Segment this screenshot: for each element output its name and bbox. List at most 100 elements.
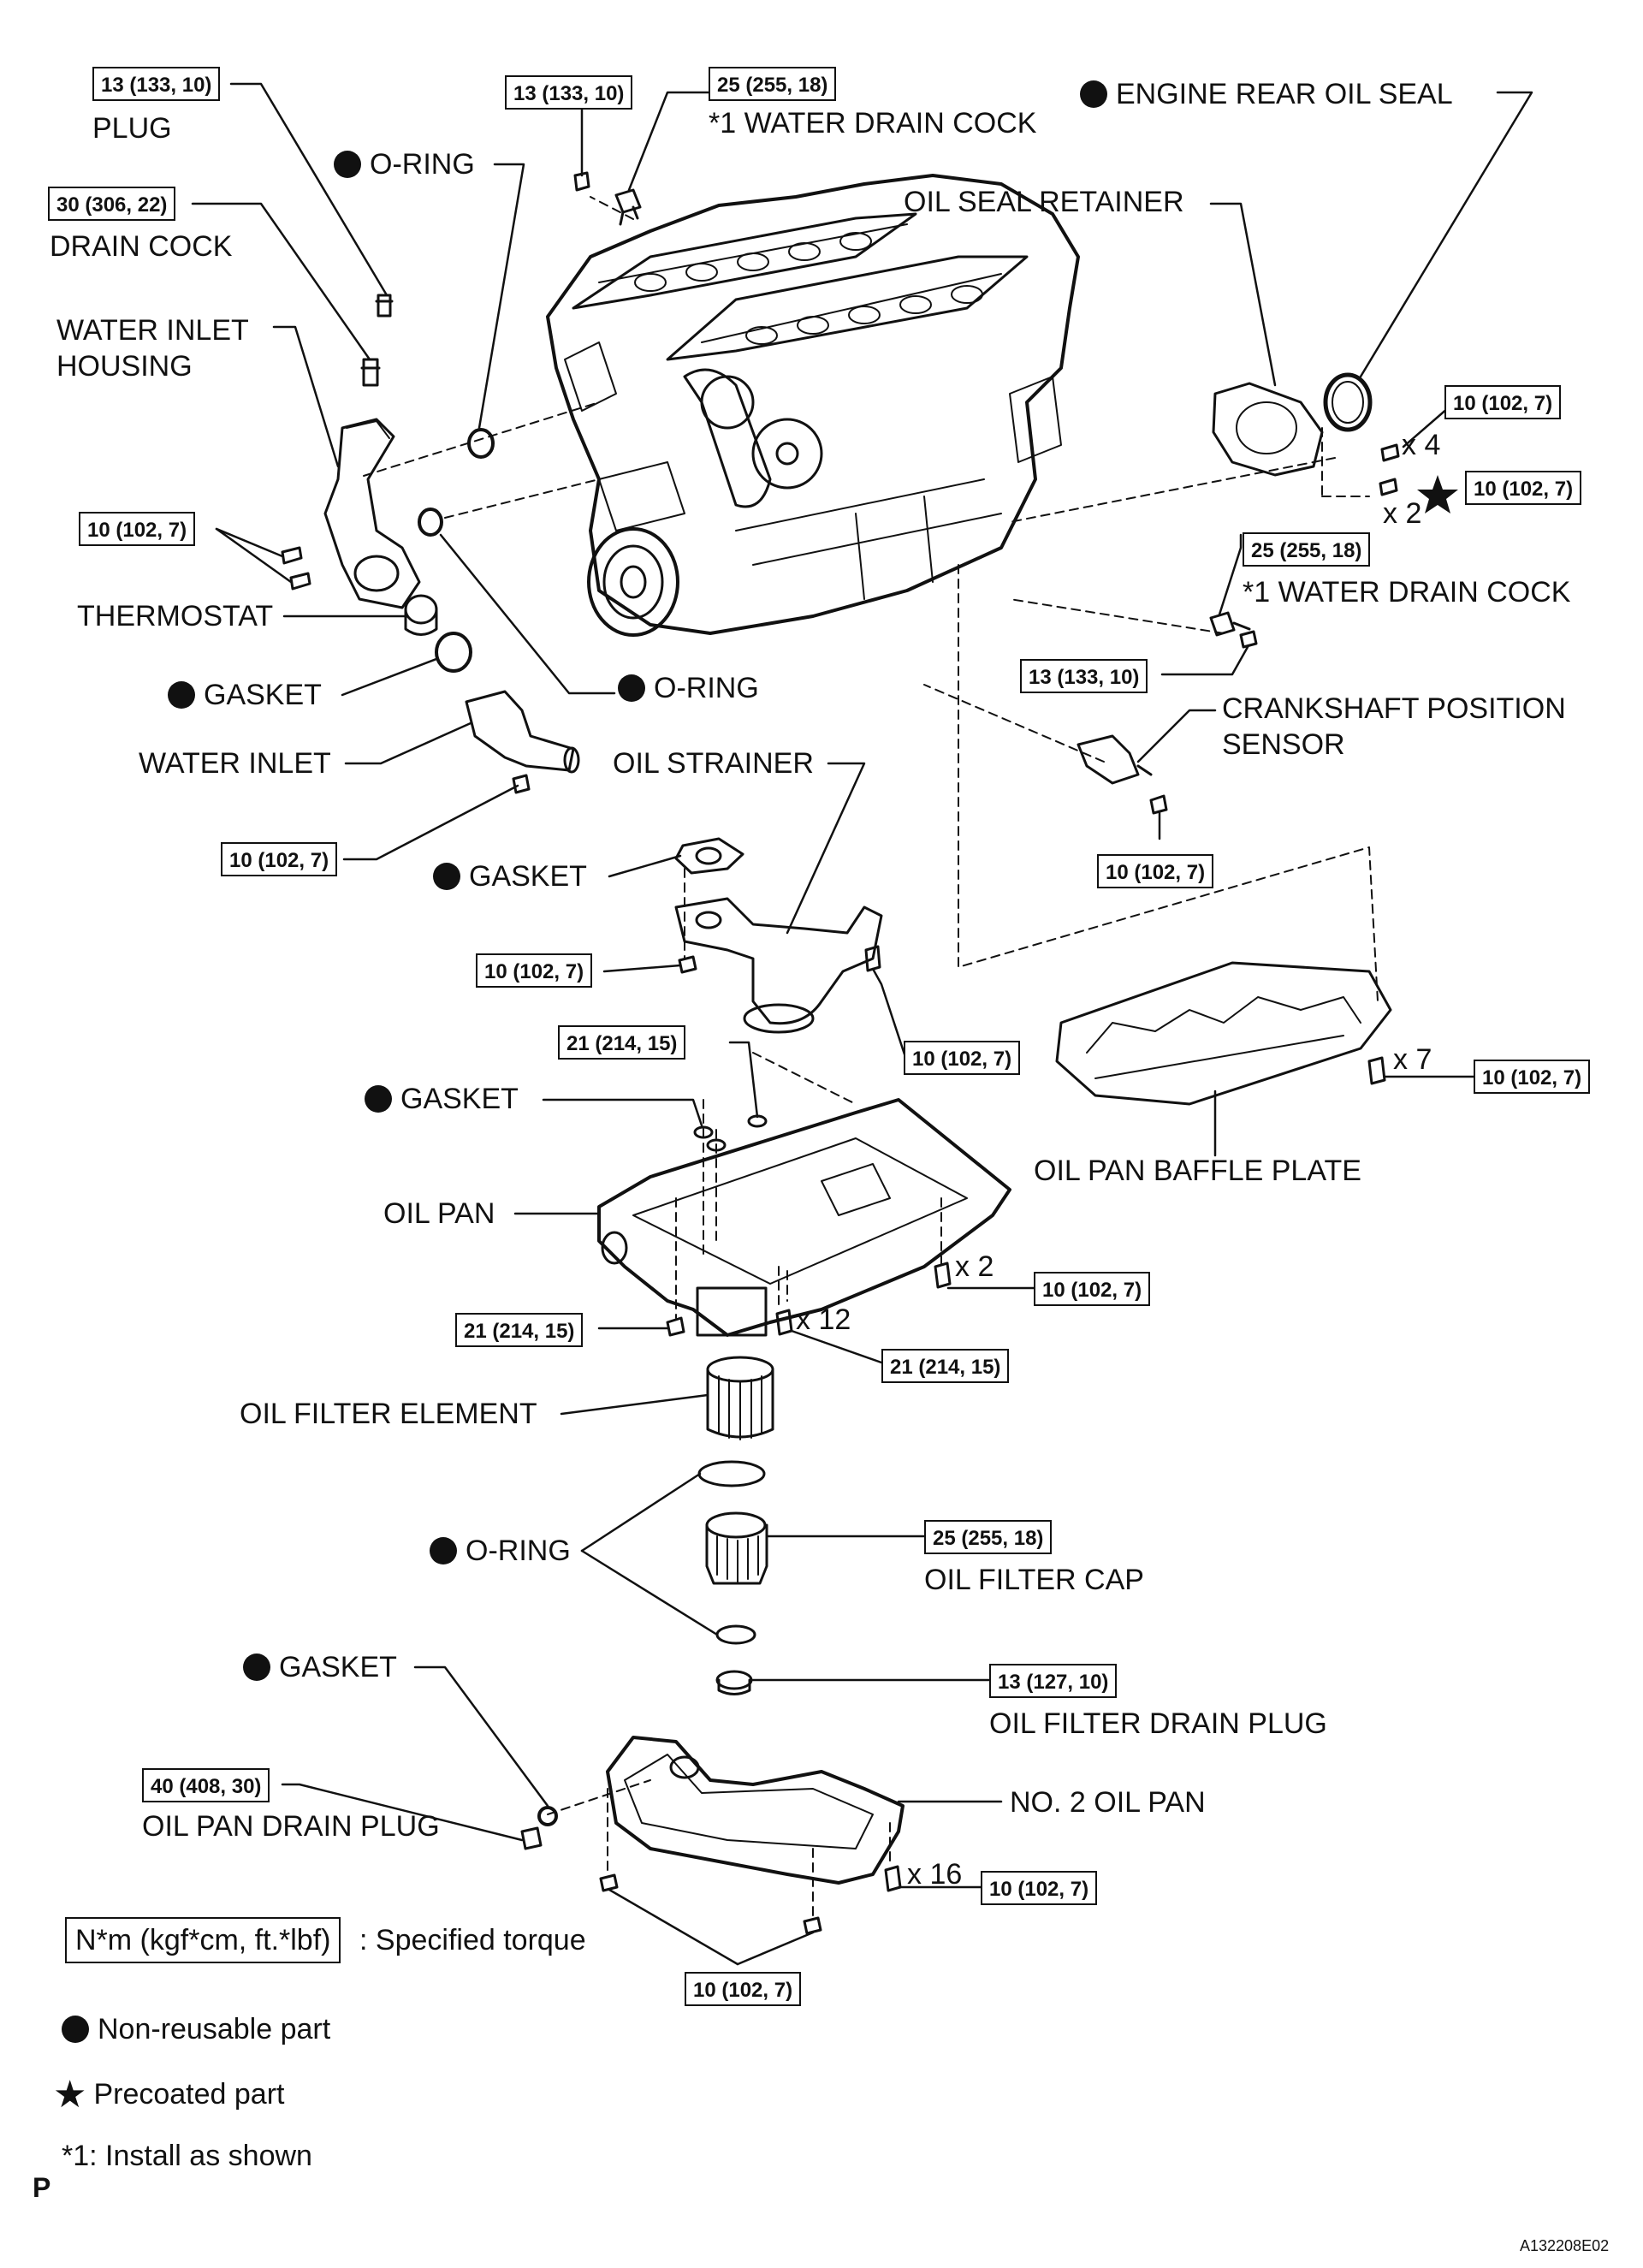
label-o-ring-top-text: O-RING [370, 148, 475, 181]
oil-filter-drain-plug-part [715, 1670, 753, 1695]
figure-code: A132208E02 [1520, 2237, 1610, 2254]
water-inlet-part [465, 690, 580, 774]
label-o-ring-mid-text: O-RING [654, 672, 759, 704]
torque-water-drain-cock-top: 25 (255, 18) [709, 67, 837, 101]
mult-x4: x 4 [1402, 429, 1441, 461]
torque-oil-pan-nut-top: 21 (214, 15) [558, 1025, 686, 1060]
engine-rear-oil-seal-part [1323, 372, 1373, 432]
non-reusable-icon [433, 863, 460, 890]
water-inlet-housing-part [323, 418, 421, 609]
torque-retainer-x4: 10 (102, 7) [1444, 385, 1562, 419]
mult-x16: x 16 [907, 1858, 963, 1891]
baffle-bolt [1367, 1056, 1386, 1085]
label-oil-strainer: OIL STRAINER [613, 747, 814, 780]
water-drain-cock-right-part [1209, 611, 1251, 637]
torque-retainer-x2: 10 (102, 7) [1465, 471, 1582, 505]
label-water-inlet: WATER INLET [139, 747, 331, 780]
label-crankshaft-sensor-2: SENSOR [1222, 728, 1345, 761]
crankshaft-sensor-part [1077, 734, 1153, 785]
strainer-nut [678, 955, 697, 974]
label-engine-rear-oil-seal: ENGINE REAR OIL SEAL [1080, 77, 1453, 111]
non-reusable-icon [334, 151, 361, 178]
non-reusable-icon [365, 1085, 392, 1113]
water-drain-cock-top-part [614, 188, 642, 226]
non-reusable-icon [243, 1654, 270, 1681]
label-crankshaft-sensor-1: CRANKSHAFT POSITION [1222, 692, 1566, 725]
torque-strainer-nut: 10 (102, 7) [476, 953, 593, 988]
torque-sensor-bolt: 10 (102, 7) [1097, 854, 1214, 888]
label-gasket-drain-text: GASKET [279, 1651, 397, 1683]
torque-housing-bolts: 10 (102, 7) [79, 512, 196, 546]
retainer-bolts [1379, 443, 1400, 496]
torque-baffle-x7: 10 (102, 7) [1474, 1060, 1591, 1094]
label-oil-seal-retainer: OIL SEAL RETAINER [904, 186, 1184, 218]
non-reusable-icon [168, 681, 195, 709]
strainer-bolt [864, 945, 881, 972]
right-plug-part [1239, 630, 1258, 649]
oil-pan-baffle-plate-part [1055, 961, 1392, 1106]
plug-part [375, 294, 394, 318]
mult-x12: x 12 [796, 1303, 851, 1336]
label-o-ring-mid: O-RING [618, 671, 759, 705]
label-gasket-drain: GASKET [243, 1650, 397, 1684]
legend-install-note: *1: Install as shown [62, 2140, 312, 2172]
torque-oil-pan-x12: 21 (214, 15) [881, 1349, 1010, 1383]
assembly-guide-lines [363, 196, 1379, 1918]
label-o-ring-filter-text: O-RING [466, 1535, 571, 1567]
drain-gasket-part [537, 1806, 558, 1826]
label-o-ring-filter: O-RING [430, 1534, 571, 1568]
top-plug-part [573, 171, 590, 192]
o-ring-upper-part [697, 1460, 766, 1487]
label-oil-filter-cap: OIL FILTER CAP [924, 1564, 1144, 1596]
legend-non-reusable-text: Non-reusable part [98, 2013, 331, 2045]
torque-no2-pan-nuts: 10 (102, 7) [685, 1972, 802, 2006]
label-oil-filter-element: OIL FILTER ELEMENT [240, 1398, 537, 1430]
label-gasket-thermostat: GASKET [168, 678, 322, 712]
label-oil-pan-drain-plug: OIL PAN DRAIN PLUG [142, 1810, 440, 1843]
no2-oil-pan-part [606, 1736, 905, 1885]
legend-non-reusable: Non-reusable part [62, 2008, 330, 2051]
gasket-thermostat-part [435, 632, 472, 673]
oil-pan-drain-plug-part [520, 1826, 543, 1850]
label-gasket-strainer-text: GASKET [469, 860, 587, 893]
torque-oil-pan-drain-plug: 40 (408, 30) [142, 1768, 270, 1802]
torque-plug: 13 (133, 10) [92, 67, 221, 101]
thermostat-part [404, 594, 438, 636]
label-water-inlet-housing-1: WATER INLET [56, 314, 249, 347]
oil-filter-element-part [706, 1356, 774, 1440]
mult-x2-pan: x 2 [955, 1250, 994, 1283]
torque-oil-filter-drain-plug: 13 (127, 10) [989, 1664, 1118, 1698]
label-o-ring-top: O-RING [334, 147, 475, 181]
label-gasket-thermostat-text: GASKET [204, 679, 322, 711]
o-ring-top-part [467, 428, 495, 459]
label-no2-oil-pan: NO. 2 OIL PAN [1010, 1786, 1206, 1819]
torque-top-plug: 13 (133, 10) [505, 75, 633, 110]
legend-torque-desc: : Specified torque [359, 1924, 586, 1956]
symbols [1417, 475, 1458, 514]
label-water-drain-cock-right: *1 WATER DRAIN COCK [1243, 576, 1571, 609]
label-gasket-oil-pan-text: GASKET [400, 1083, 519, 1115]
housing-bolts [281, 546, 311, 591]
oil-seal-retainer-part [1212, 382, 1324, 477]
star-icon: ★ [53, 2074, 87, 2116]
oil-strainer-part [674, 897, 883, 1034]
label-water-drain-cock-top: *1 WATER DRAIN COCK [709, 107, 1037, 140]
label-oil-pan: OIL PAN [383, 1197, 495, 1230]
torque-oil-pan-x2: 10 (102, 7) [1034, 1272, 1151, 1306]
torque-water-drain-cock-right: 25 (255, 18) [1243, 532, 1371, 567]
label-thermostat: THERMOSTAT [77, 600, 274, 632]
label-engine-rear-oil-seal-text: ENGINE REAR OIL SEAL [1116, 78, 1453, 110]
label-gasket-oil-pan: GASKET [365, 1082, 519, 1116]
label-plug: PLUG [92, 112, 172, 145]
o-ring-lower-part [715, 1624, 756, 1645]
torque-water-inlet-nut: 10 (102, 7) [221, 842, 338, 876]
non-reusable-icon [618, 674, 645, 702]
torque-oil-pan-nut-bottom: 21 (214, 15) [455, 1313, 584, 1347]
oil-filter-cap-part [705, 1511, 768, 1585]
no2-pan-nuts [599, 1865, 902, 1935]
non-reusable-icon [430, 1537, 457, 1564]
torque-drain-cock: 30 (306, 22) [48, 187, 176, 221]
strainer-gasket-part [674, 837, 744, 875]
